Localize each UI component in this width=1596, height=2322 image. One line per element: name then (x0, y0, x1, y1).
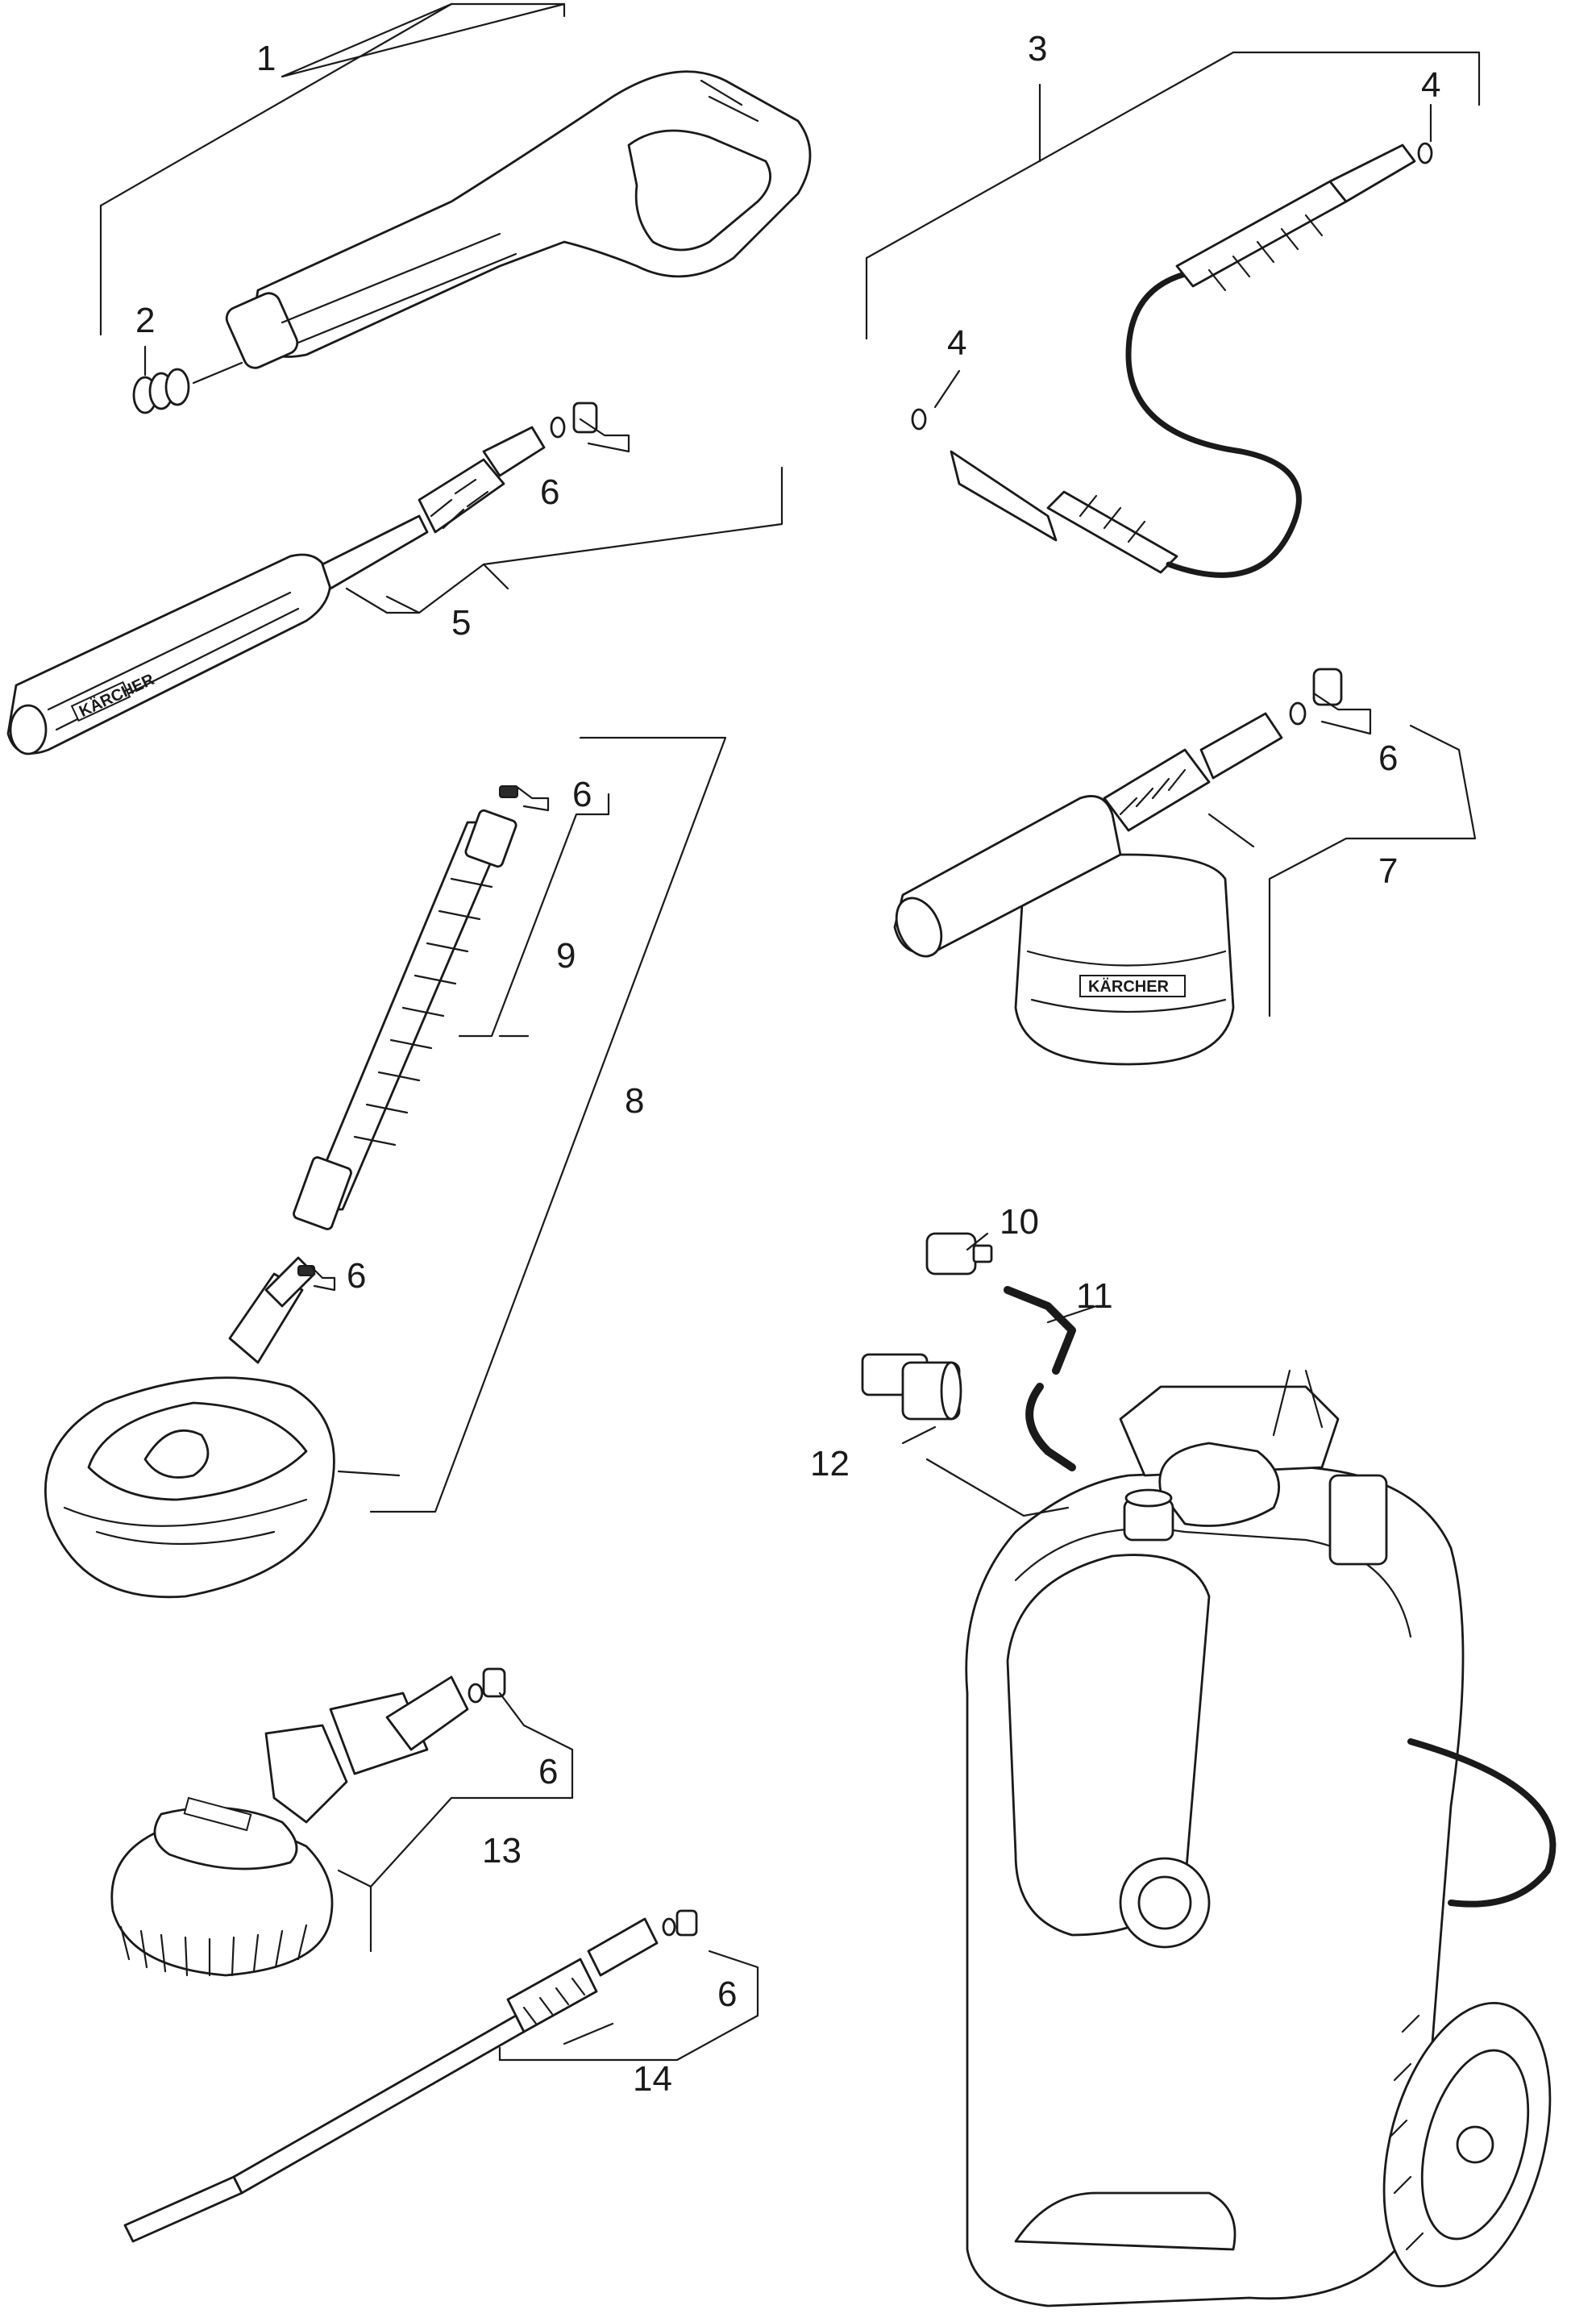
callout-3: 3 (1028, 29, 1047, 69)
callout-6-patio: 6 (347, 1256, 366, 1296)
callout-6-extension: 6 (572, 775, 592, 814)
callout-11: 11 (1076, 1276, 1113, 1316)
part-dirt-blaster (123, 1909, 698, 2243)
callout-6-brush: 6 (538, 1752, 558, 1791)
part-trigger-gun (225, 70, 812, 369)
part-wash-brush (110, 1667, 506, 1977)
part-o-rings (132, 361, 243, 414)
part-patio-cleaner (44, 1256, 335, 1599)
part-filter-hose-coupling (861, 1232, 1076, 1471)
callout-4a: 4 (1421, 65, 1440, 105)
callout-14: 14 (633, 2059, 672, 2099)
callout-6-blaster: 6 (717, 1975, 737, 2014)
part-foam-nozzle: KÄRCHER (893, 668, 1343, 1066)
callout-12: 12 (810, 1444, 850, 1484)
callout-10: 10 (1000, 1202, 1039, 1242)
callout-6-lance: 6 (540, 472, 559, 512)
brand-mark-foam: KÄRCHER (1088, 977, 1170, 996)
part-hose (911, 142, 1433, 578)
callout-5: 5 (451, 603, 471, 643)
callout-1: 1 (256, 39, 276, 78)
callout-2: 2 (135, 301, 155, 340)
callout-6-foam: 6 (1378, 739, 1398, 778)
callout-9: 9 (556, 936, 576, 976)
leader-lines (99, 2, 1481, 2062)
part-spray-lance: KÄRCHER (6, 402, 598, 755)
callout-8: 8 (625, 1081, 644, 1121)
callout-7: 7 (1378, 851, 1398, 891)
callout-13: 13 (482, 1831, 522, 1870)
part-pressure-washer-unit (965, 1369, 1557, 2307)
callout-4b: 4 (947, 323, 966, 363)
part-extension (293, 785, 518, 1230)
callout-labels: 1 2 3 4 4 5 6 6 6 6 6 6 7 8 9 10 11 12 1… (135, 29, 1440, 2099)
